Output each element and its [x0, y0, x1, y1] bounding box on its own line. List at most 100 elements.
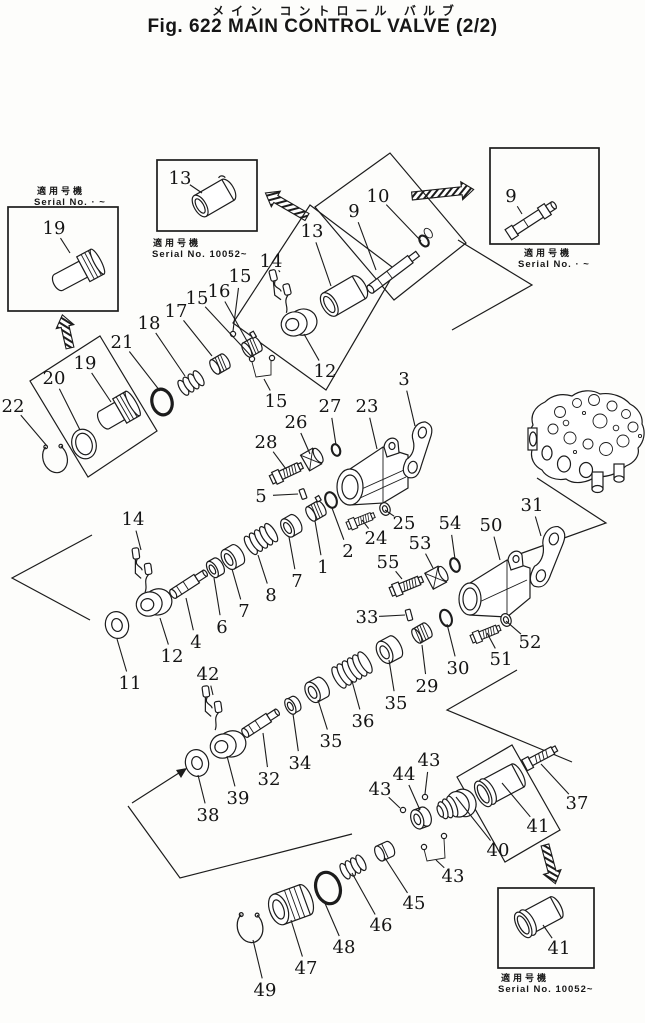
- callout-9: 9: [505, 186, 516, 207]
- callout-17: 17: [165, 301, 188, 322]
- part-4-spool-end: [167, 567, 210, 601]
- leader-line-48: [323, 900, 340, 937]
- callout-41: 41: [527, 816, 550, 837]
- callout-29: 29: [416, 676, 439, 697]
- leader-line-29: [421, 644, 427, 675]
- pointer-chevron: [10, 534, 93, 621]
- leader-line-37: [540, 763, 570, 795]
- callout-9: 9: [348, 201, 359, 222]
- inset-top-right: 適用号機 Serial No. · ~: [410, 147, 600, 270]
- callout-21: 21: [111, 332, 134, 353]
- serial-label-jp: 適用号機: [501, 972, 549, 983]
- serial-label-en: Serial No. 10052~: [498, 984, 593, 995]
- inset-top-left: 適用号機 Serial No. · ~: [7, 185, 119, 350]
- callout-41: 41: [548, 938, 571, 959]
- part-14-clip: [268, 266, 297, 316]
- leader-line-4: [185, 597, 194, 631]
- part-8-spring: [241, 521, 281, 557]
- callout-31: 31: [521, 495, 544, 516]
- leader-line-12: [159, 617, 169, 645]
- leader-line-20: [58, 388, 81, 431]
- callout-43: 43: [442, 866, 465, 887]
- part-6-nut: [205, 557, 226, 579]
- part-33-pin: [404, 608, 414, 622]
- leader-line-28: [272, 451, 287, 470]
- leader-line-1: [314, 520, 322, 556]
- part-3-plate: [402, 421, 433, 479]
- callout-50: 50: [480, 515, 503, 536]
- panel-sleeve-41: [456, 744, 561, 863]
- leader-line-23: [369, 417, 378, 450]
- callout-7: 7: [291, 571, 302, 592]
- part-43-ball: [421, 793, 429, 801]
- callout-4: 4: [190, 632, 201, 653]
- part-53-fitting: [424, 565, 449, 590]
- leader-line-18: [155, 332, 186, 377]
- leader-line-5: [272, 493, 299, 496]
- part-54-o-ring: [449, 557, 461, 573]
- callout-40: 40: [487, 840, 510, 861]
- inset-top-center: 適用号機 Serial No. 10052~: [152, 159, 310, 260]
- serial-label-jp: 適用号機: [37, 185, 85, 196]
- leader-line-49: [252, 939, 263, 979]
- callout-11: 11: [119, 673, 142, 694]
- part-1-fitting: [303, 494, 329, 524]
- part-14-clip: [131, 545, 156, 594]
- leader-line-32: [262, 732, 268, 768]
- part-44-nut: [410, 806, 432, 830]
- part-15-ball: [268, 354, 276, 362]
- part-49-snap-ring: [233, 907, 267, 947]
- leader-line-15: [232, 287, 240, 332]
- part-34-nut: [284, 695, 302, 715]
- callout-5: 5: [255, 486, 266, 507]
- leader-line-3: [406, 390, 416, 427]
- callout-51: 51: [490, 649, 513, 670]
- leader-line-34: [292, 713, 299, 752]
- leader-line-31: [534, 516, 542, 537]
- callout-19: 19: [74, 353, 97, 374]
- callout-8: 8: [265, 585, 276, 606]
- callout-46: 46: [370, 915, 393, 936]
- callout-35: 35: [320, 731, 343, 752]
- part-32-spool-end: [239, 706, 282, 740]
- part-31-plate: [529, 525, 566, 588]
- serial-change-arrow: [264, 190, 310, 222]
- callout-52: 52: [519, 632, 542, 653]
- part-38-washer: [181, 746, 213, 780]
- callout-39: 39: [227, 788, 250, 809]
- part-29-fitting: [409, 620, 435, 646]
- leader-line-43: [388, 796, 401, 809]
- leader-line-25: [384, 509, 395, 517]
- leader-line-52: [505, 620, 522, 635]
- leader-line-11: [116, 638, 128, 672]
- leader-line-55: [395, 570, 403, 580]
- part-27-o-ring: [330, 443, 342, 457]
- leader-line-2: [331, 507, 345, 540]
- leader-line-50: [493, 536, 501, 561]
- panel-plug-19-20: [29, 335, 158, 478]
- leader-line-54: [451, 534, 456, 560]
- callout-bracket-15: [251, 361, 272, 378]
- leader-line-15: [263, 378, 271, 391]
- serial-label-en: Serial No. · ~: [518, 259, 590, 270]
- serial-label-jp: 適用号機: [153, 237, 201, 248]
- part-41-sleeve-inset: [513, 896, 564, 939]
- pointer-chevron: [451, 239, 534, 331]
- inset-box: [489, 147, 600, 245]
- part-40-boot: [436, 788, 477, 820]
- part-11-washer: [101, 608, 133, 642]
- serial-label-en: Serial No. · ~: [34, 197, 106, 208]
- leader-line-21: [128, 351, 161, 392]
- leader-line-12: [303, 333, 320, 361]
- callout-27: 27: [319, 396, 342, 417]
- part-26-fitting: [299, 447, 324, 472]
- leader-line-19: [60, 237, 71, 254]
- callout-14: 14: [260, 251, 283, 272]
- callout-19: 19: [43, 218, 66, 239]
- part-35-retainer: [375, 635, 404, 665]
- leader-line-13: [189, 184, 203, 194]
- part-13-sleeve-inset: [191, 175, 237, 218]
- leader-line-24: [361, 519, 370, 529]
